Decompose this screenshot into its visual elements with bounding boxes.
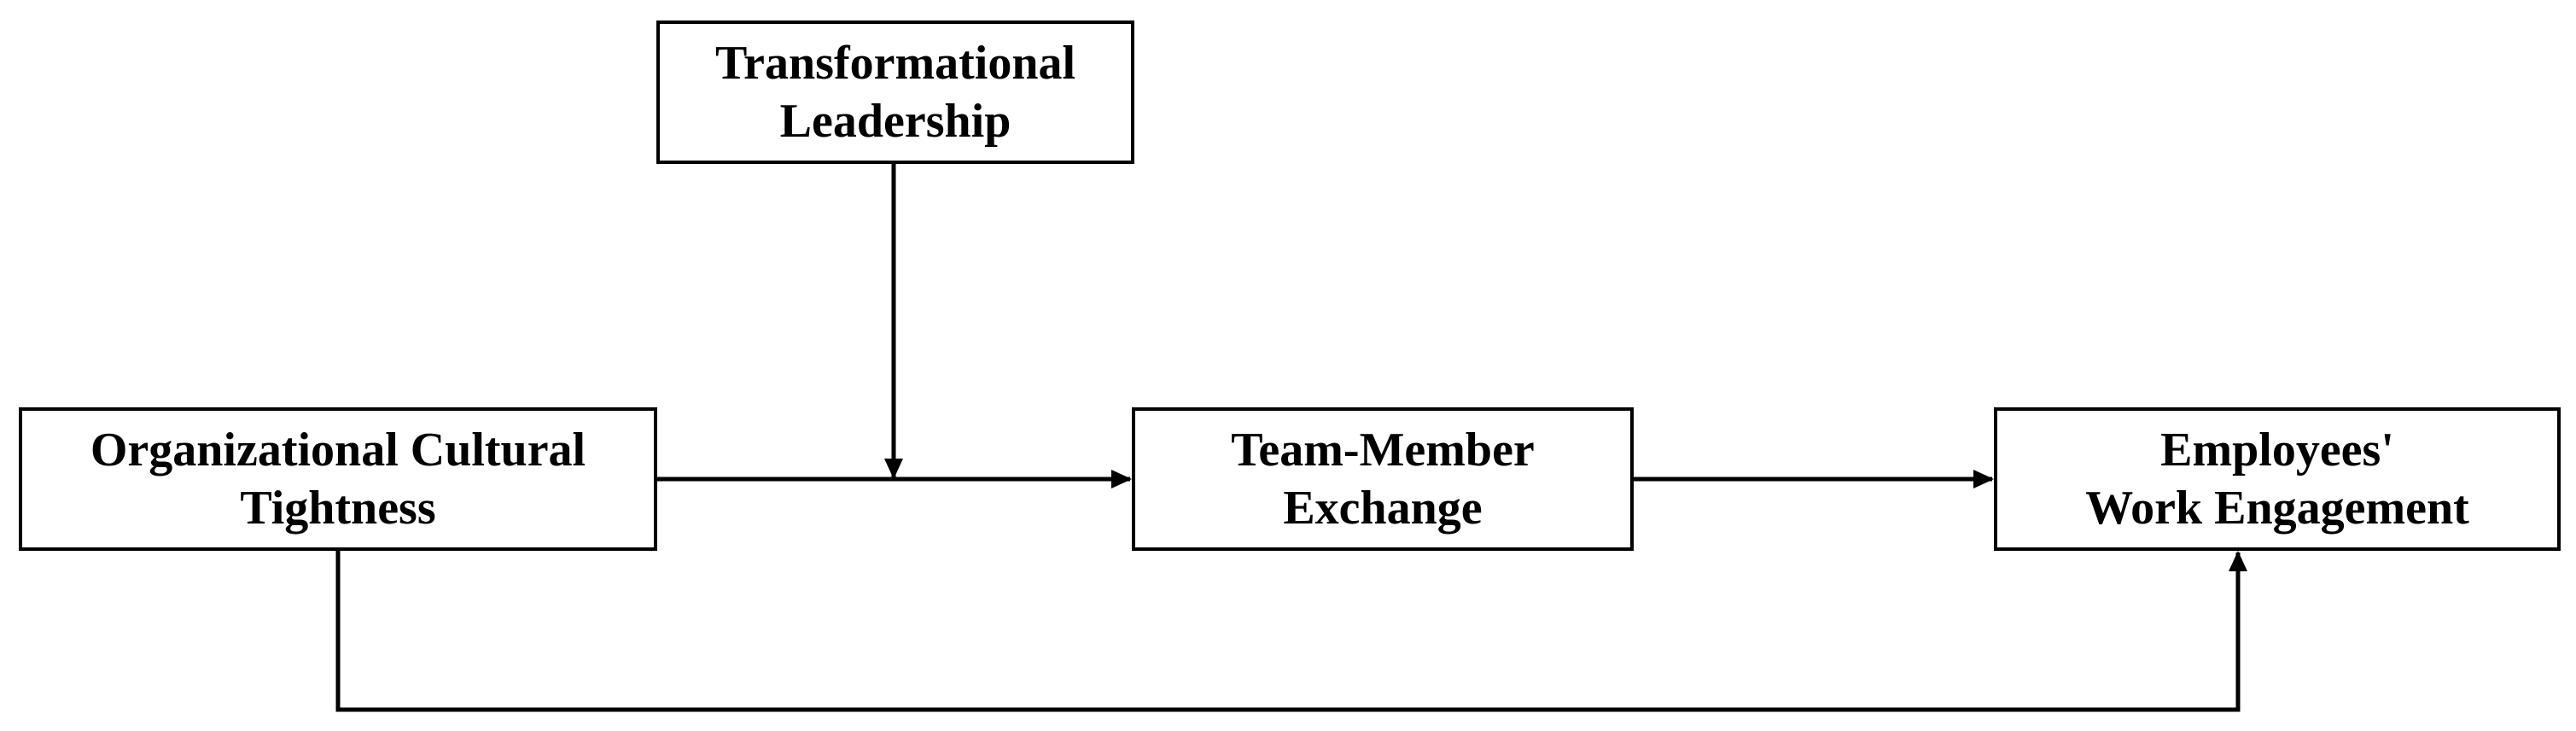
- node-team-member-exchange-line-1: Team-Member: [1231, 424, 1535, 477]
- node-organizational-cultural-tightness-line-1: Organizational Cultural: [90, 424, 586, 477]
- node-transformational-leadership: Transformational Leadership: [656, 20, 1134, 164]
- node-team-member-exchange-line-2: Exchange: [1283, 482, 1483, 535]
- node-employees-work-engagement: Employees' Work Engagement: [1994, 407, 2561, 551]
- node-employees-work-engagement-line-2: Work Engagement: [2085, 482, 2469, 535]
- node-team-member-exchange: Team-Member Exchange: [1132, 407, 1634, 551]
- node-transformational-leadership-line-2: Leadership: [779, 95, 1011, 148]
- node-transformational-leadership-line-1: Transformational: [714, 37, 1076, 90]
- node-employees-work-engagement-line-1: Employees': [2160, 424, 2394, 477]
- node-organizational-cultural-tightness: Organizational Cultural Tightness: [19, 407, 657, 551]
- node-organizational-cultural-tightness-line-2: Tightness: [240, 482, 436, 535]
- arrow-oct-to-engagement-direct: [335, 551, 2247, 712]
